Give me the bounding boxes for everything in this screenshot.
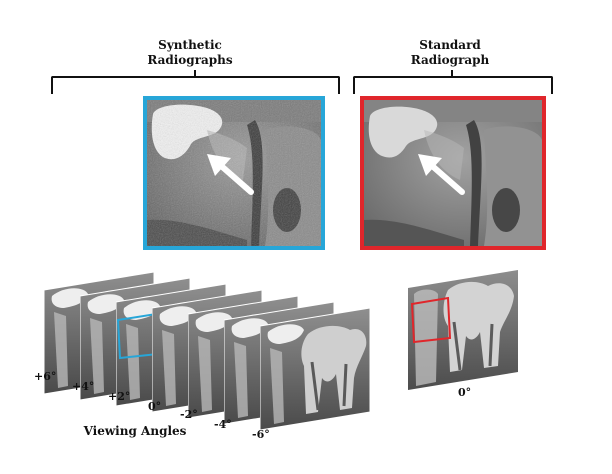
standard-small-radiograph-image — [408, 270, 518, 390]
standard-angle-label: 0° — [458, 386, 472, 399]
synthetic-bracket-tick — [194, 70, 196, 78]
viewing-angles-label: Viewing Angles — [83, 424, 187, 438]
standard-heading-line2: Radiograph — [410, 53, 490, 67]
synthetic-radiograph — [143, 96, 325, 250]
standard-bracket — [353, 70, 553, 94]
standard-bracket-tick — [451, 70, 453, 78]
synthetic-radiograph-image — [147, 100, 321, 246]
standard-arrow-icon — [418, 154, 465, 195]
synthetic-heading-line2: Radiographs — [147, 53, 233, 67]
synthetic-frame-image — [259, 307, 371, 431]
standard-heading-line1: Standard — [419, 38, 481, 52]
angle-label: +2° — [108, 390, 131, 403]
synthetic-heading-line1: Synthetic — [158, 38, 222, 52]
angle-label: 0° — [148, 400, 162, 413]
standard-radiograph-image — [364, 100, 542, 246]
angle-label: -2° — [180, 408, 198, 421]
synthetic-bracket — [51, 70, 340, 94]
synthetic-frame — [259, 300, 371, 434]
angle-label: +4° — [72, 380, 95, 393]
angle-label: -4° — [214, 418, 232, 431]
angle-label: -6° — [252, 428, 270, 441]
synthetic-arrow-icon — [207, 154, 254, 195]
standard-small-radiograph — [408, 262, 518, 394]
synthetic-heading: Synthetic Radiographs — [140, 38, 240, 68]
standard-radiograph — [360, 96, 546, 250]
angle-label: +6° — [34, 370, 57, 383]
standard-heading: Standard Radiograph — [400, 38, 500, 68]
